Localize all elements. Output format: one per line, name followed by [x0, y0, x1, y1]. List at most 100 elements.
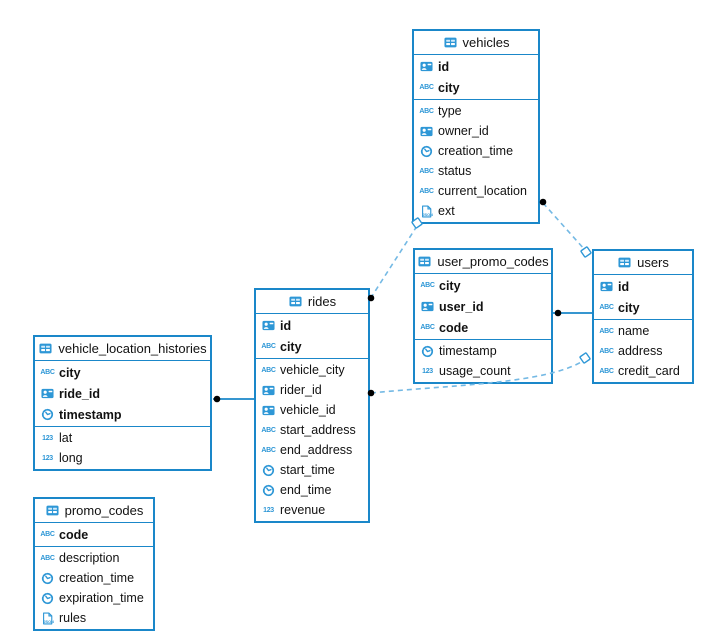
column-row[interactable]: end_time — [256, 480, 368, 500]
column-name: status — [438, 164, 472, 178]
column-name: name — [618, 324, 650, 338]
entity-vehicles[interactable]: vehicles id ABC city ABC type owner_id — [412, 29, 540, 224]
column-row[interactable]: rules — [35, 608, 153, 628]
entity-user-promo-codes-header[interactable]: user_promo_codes — [415, 250, 551, 274]
column-row[interactable]: id — [414, 56, 538, 77]
text-abc-icon: ABC — [419, 84, 434, 91]
column-row[interactable]: start_time — [256, 460, 368, 480]
column-name: id — [618, 279, 630, 294]
column-row[interactable]: ABC start_address — [256, 420, 368, 440]
column-name: type — [438, 104, 462, 118]
columns-section: ABC vehicle_city rider_id vehicle_id ABC… — [256, 358, 368, 521]
column-name: user_id — [439, 299, 484, 314]
column-name: revenue — [280, 503, 326, 517]
entity-rides[interactable]: rides id ABC city ABC vehicle_city rider… — [254, 288, 370, 523]
column-name: id — [280, 318, 292, 333]
column-row[interactable]: ABC description — [35, 548, 153, 568]
table-icon — [617, 256, 632, 269]
column-row[interactable]: timestamp — [35, 404, 210, 425]
entity-promo-codes[interactable]: promo_codes ABC code ABC description cre… — [33, 497, 155, 631]
columns-section: 123 lat 123 long — [35, 426, 210, 469]
column-name: usage_count — [439, 364, 511, 378]
text-abc-icon: ABC — [419, 167, 434, 175]
column-row[interactable]: user_id — [415, 296, 551, 317]
column-name: rules — [59, 611, 87, 625]
column-row[interactable]: ABC code — [415, 317, 551, 338]
column-row[interactable]: id — [256, 315, 368, 336]
entity-vehicles-header[interactable]: vehicles — [414, 31, 538, 55]
column-name: credit_card — [618, 364, 680, 378]
column-name: city — [618, 300, 640, 315]
column-row[interactable]: ABC city — [35, 362, 210, 383]
entity-user-promo-codes[interactable]: user_promo_codes ABC city user_id ABC co… — [413, 248, 553, 384]
person-id-icon — [419, 60, 434, 73]
datetime-clock-icon — [261, 484, 276, 497]
column-row[interactable]: ABC vehicle_city — [256, 360, 368, 380]
datetime-clock-icon — [40, 572, 55, 585]
column-row[interactable]: expiration_time — [35, 588, 153, 608]
pk-section: ABC city ride_id timestamp — [35, 361, 210, 426]
column-row[interactable]: creation_time — [35, 568, 153, 588]
datetime-clock-icon — [261, 464, 276, 477]
column-row[interactable]: 123 long — [35, 448, 210, 468]
text-abc-icon: ABC — [40, 554, 55, 562]
column-row[interactable]: ABC code — [35, 524, 153, 545]
column-row[interactable]: 123 lat — [35, 428, 210, 448]
json-icon — [40, 612, 55, 625]
entity-users[interactable]: users id ABC city ABC name ABC address A… — [592, 249, 694, 384]
column-row[interactable]: ABC credit_card — [594, 361, 692, 381]
entity-vehicle-location-histories-header[interactable]: vehicle_location_histories — [35, 337, 210, 361]
column-row[interactable]: ABC type — [414, 101, 538, 121]
text-abc-icon: ABC — [599, 347, 614, 355]
column-row[interactable]: ABC city — [594, 297, 692, 318]
table-icon — [45, 504, 60, 517]
pk-section: id ABC city — [256, 314, 368, 358]
pk-section: id ABC city — [594, 275, 692, 319]
column-name: description — [59, 551, 120, 565]
column-row[interactable]: ABC end_address — [256, 440, 368, 460]
column-row[interactable]: ride_id — [35, 383, 210, 404]
column-name: owner_id — [438, 124, 489, 138]
column-row[interactable]: ABC city — [415, 275, 551, 296]
column-row[interactable]: ABC name — [594, 321, 692, 341]
column-row[interactable]: 123 revenue — [256, 500, 368, 520]
column-row[interactable]: ABC current_location — [414, 181, 538, 201]
column-row[interactable]: creation_time — [414, 141, 538, 161]
number-123-icon: 123 — [263, 506, 274, 514]
column-row[interactable]: id — [594, 276, 692, 297]
entity-vehicle-location-histories[interactable]: vehicle_location_histories ABC city ride… — [33, 335, 212, 471]
column-row[interactable]: ext — [414, 201, 538, 221]
column-row[interactable]: ABC city — [256, 336, 368, 357]
column-row[interactable]: vehicle_id — [256, 400, 368, 420]
datetime-clock-icon — [40, 408, 55, 421]
column-row[interactable]: timestamp — [415, 341, 551, 361]
column-name: rider_id — [280, 383, 322, 397]
relation-vehicle-location-histories-rides[interactable] — [213, 395, 254, 403]
entity-title: vehicle_location_histories — [58, 341, 207, 356]
entity-rides-header[interactable]: rides — [256, 290, 368, 314]
entity-title: rides — [307, 294, 337, 309]
column-name: city — [439, 278, 461, 293]
column-name: timestamp — [59, 407, 122, 422]
column-row[interactable]: 123 usage_count — [415, 361, 551, 381]
column-name: expiration_time — [59, 591, 144, 605]
column-row[interactable]: ABC city — [414, 77, 538, 98]
number-123-icon: 123 — [42, 434, 53, 442]
entity-title: user_promo_codes — [437, 254, 549, 269]
table-icon — [38, 342, 53, 355]
text-abc-icon: ABC — [599, 327, 614, 335]
column-row[interactable]: rider_id — [256, 380, 368, 400]
column-row[interactable]: owner_id — [414, 121, 538, 141]
column-name: creation_time — [59, 571, 135, 585]
text-abc-icon: ABC — [599, 367, 614, 375]
column-name: city — [59, 365, 81, 380]
text-abc-icon: ABC — [40, 531, 55, 538]
column-row[interactable]: ABC address — [594, 341, 692, 361]
relation-user-promo-codes-users[interactable] — [553, 309, 592, 317]
column-name: vehicle_id — [280, 403, 336, 417]
column-row[interactable]: ABC status — [414, 161, 538, 181]
person-id-icon — [599, 280, 614, 293]
pk-section: ABC city user_id ABC code — [415, 274, 551, 339]
entity-promo-codes-header[interactable]: promo_codes — [35, 499, 153, 523]
entity-users-header[interactable]: users — [594, 251, 692, 275]
